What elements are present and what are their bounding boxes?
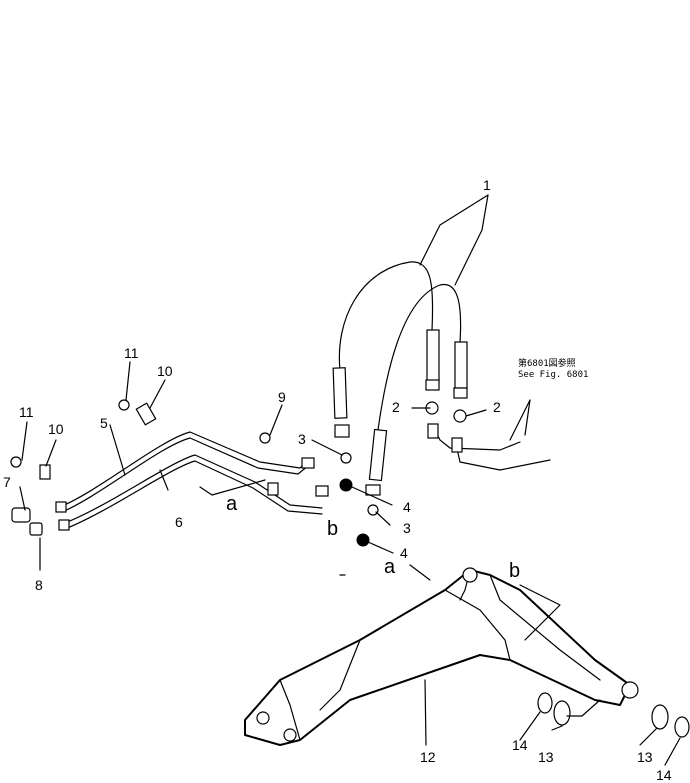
hose-assembly <box>332 261 468 496</box>
callout-2b: 2 <box>493 399 501 415</box>
clamps-and-bolts <box>10 399 271 536</box>
callout-11a: 11 <box>19 404 34 420</box>
callout-14a: 14 <box>512 737 528 753</box>
view-marker-b2: b <box>509 560 520 582</box>
callout-3a: 3 <box>298 431 306 447</box>
callout-8: 8 <box>35 577 43 593</box>
connecting-lines <box>427 423 551 471</box>
fittings-3-4 <box>339 452 379 547</box>
callout-13b: 13 <box>637 749 653 765</box>
view-marker-labels: a a b b <box>226 493 520 582</box>
fittings-2 <box>425 401 467 423</box>
bushings <box>537 692 690 738</box>
reference-note-line2: See Fig. 6801 <box>518 370 588 380</box>
callout-10b: 10 <box>157 363 173 379</box>
callout-1: 1 <box>483 177 491 193</box>
view-marker-a1: a <box>226 493 238 515</box>
reference-note-line1: 第6801図参照 <box>518 357 576 369</box>
callout-4b: 4 <box>400 545 408 561</box>
callout-7: 7 <box>3 474 11 490</box>
callout-6: 6 <box>175 514 183 530</box>
view-marker-b1: b <box>327 518 338 540</box>
callout-5: 5 <box>100 415 108 431</box>
callout-2a: 2 <box>392 399 400 415</box>
callout-3b: 3 <box>403 520 411 536</box>
callout-4a: 4 <box>403 499 411 515</box>
leader-lines <box>19 194 681 766</box>
callout-labels: 1 2 2 3 3 4 4 5 6 7 8 9 10 10 11 11 12 1… <box>3 177 672 783</box>
callout-9: 9 <box>278 389 286 405</box>
hydraulic-tubes <box>55 431 329 531</box>
callout-12: 12 <box>420 749 436 765</box>
callout-14b: 14 <box>656 767 672 783</box>
reference-note: 第6801図参照 See Fig. 6801 <box>518 357 588 380</box>
callout-13a: 13 <box>538 749 554 765</box>
arm <box>244 567 639 746</box>
callout-10a: 10 <box>48 421 64 437</box>
view-marker-a2: a <box>384 556 396 578</box>
callout-11b: 11 <box>124 345 139 361</box>
